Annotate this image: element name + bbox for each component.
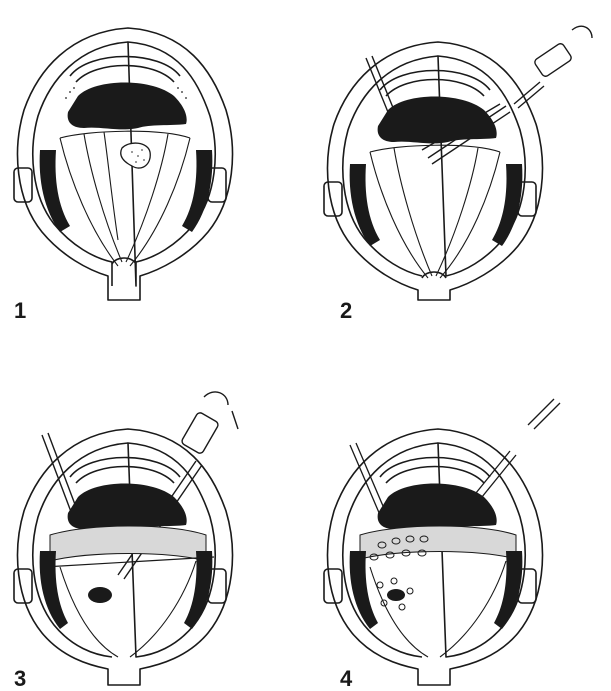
eye-diagram-4 [310, 385, 570, 685]
cutter-handle [533, 42, 572, 78]
diagram-panel-2 [310, 0, 570, 300]
stipple-band [50, 526, 206, 561]
eye-diagram-3 [0, 385, 260, 685]
dark-wall-left [40, 150, 70, 232]
retinal-tear [121, 143, 151, 168]
drain-bubble [88, 587, 112, 603]
diagram-panel-1 [0, 0, 260, 300]
eye-diagram-1 [0, 0, 260, 300]
panel-number-1: 1 [14, 300, 26, 322]
dark-iris-region-2 [378, 97, 497, 144]
dark-wall-left-2 [350, 164, 380, 246]
diagram-panel-4 [310, 385, 570, 685]
dark-spot [387, 589, 405, 601]
dark-wall-right-2 [492, 164, 522, 246]
dark-iris-region [68, 83, 187, 130]
panel-number-2: 2 [340, 300, 352, 322]
panel-number-4: 4 [340, 668, 352, 690]
diagram-panel-3 [0, 385, 260, 685]
instruments [366, 26, 592, 164]
eye-diagram-2 [310, 0, 570, 300]
panel-number-3: 3 [14, 668, 26, 690]
dark-wall-right [182, 150, 212, 232]
